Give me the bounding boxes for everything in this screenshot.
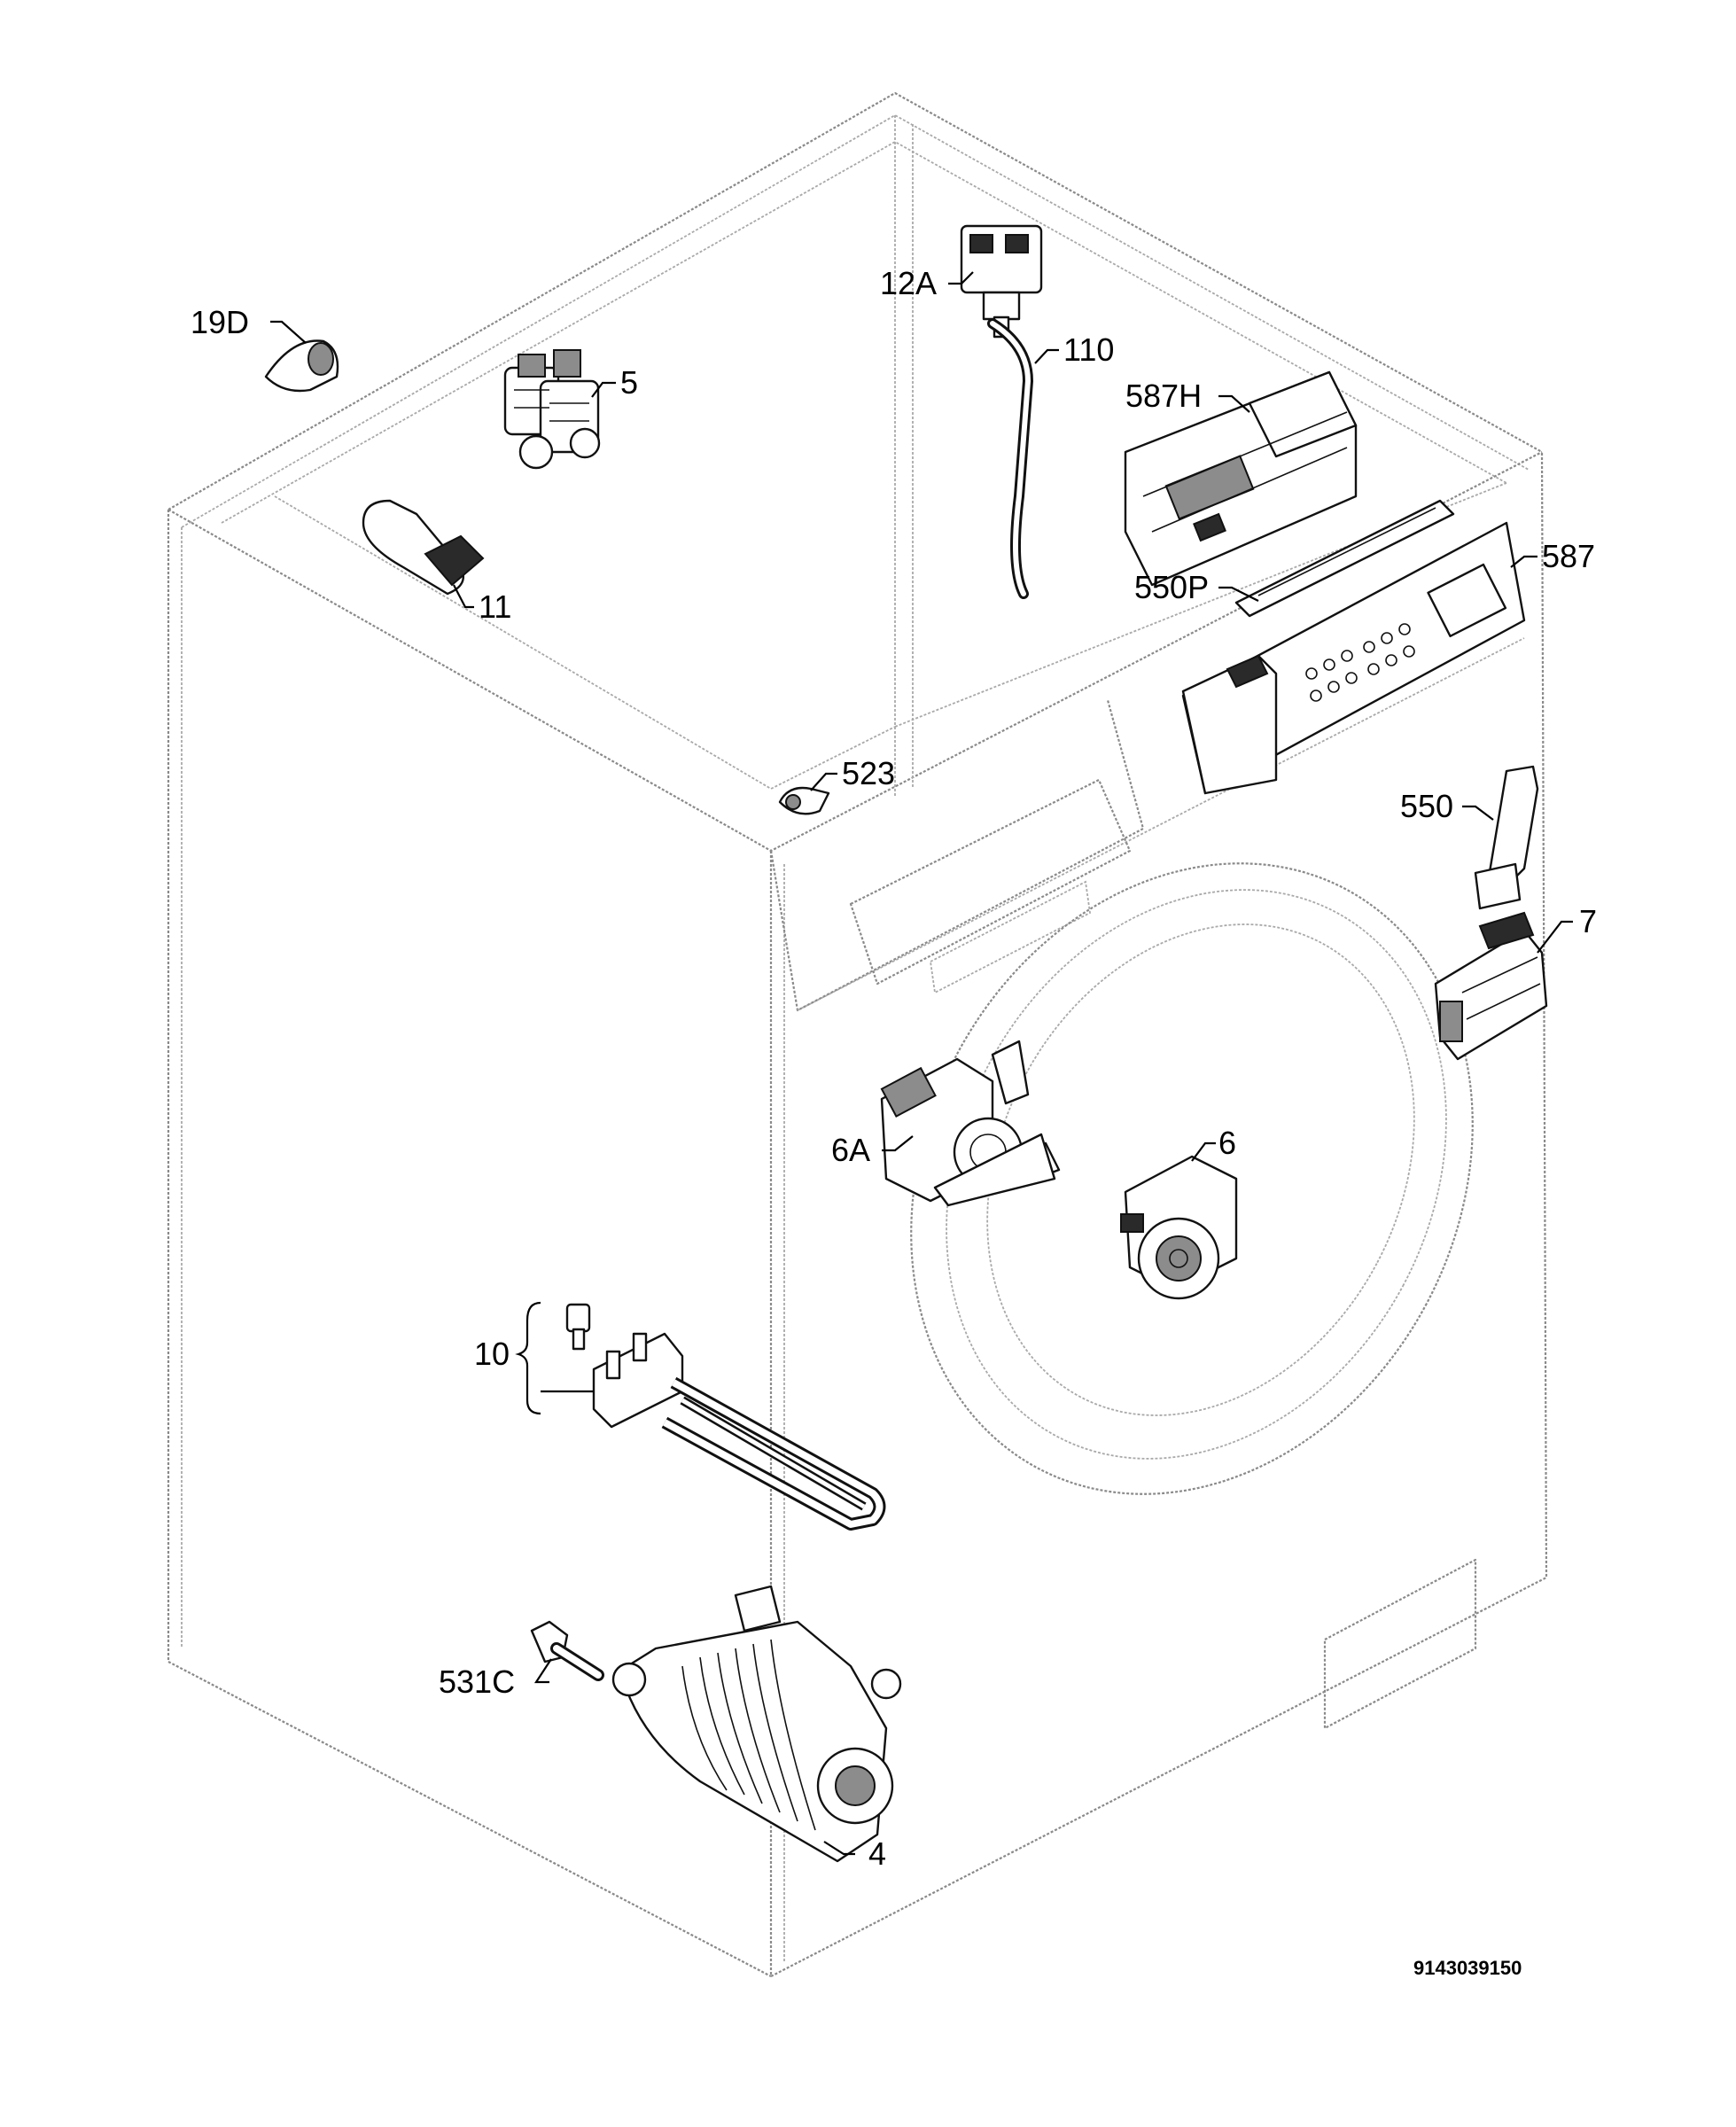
leader-587: [1510, 555, 1537, 568]
leader-523: [810, 772, 837, 791]
label-11: 11: [479, 588, 511, 625]
leader-12a: [948, 271, 974, 285]
part-10-heating-element: [515, 1301, 886, 1531]
leader-550: [1462, 805, 1494, 821]
leader-4: [823, 1841, 855, 1856]
label-6: 6: [1218, 1125, 1236, 1161]
leader-587h: [1218, 394, 1250, 413]
part-523-clip: [778, 786, 830, 815]
label-550p: 550P: [1134, 569, 1209, 605]
leader-110: [1034, 348, 1059, 364]
part-19d-clip: [264, 339, 339, 393]
part-12a-pressure-switch: [960, 224, 1043, 339]
label-531c: 531C: [439, 1663, 515, 1700]
leader-lines: [270, 271, 1573, 1856]
part-7-door-lock: [1434, 911, 1548, 1061]
cabinet-outline: [167, 91, 1548, 1978]
part-5-inlet-valve: [503, 349, 601, 470]
label-12a: 12A: [880, 265, 937, 301]
leader-7: [1537, 920, 1573, 954]
leader-550p: [1218, 586, 1259, 602]
label-5: 5: [620, 364, 638, 401]
leader-531c: [533, 1658, 552, 1684]
leader-11: [453, 584, 474, 609]
drawing-code: 9143039150: [1413, 1957, 1522, 1979]
part-6-drain-pump: [1120, 1155, 1238, 1300]
part-550p-display-strip: [1234, 499, 1455, 618]
part-4-motor: [611, 1585, 902, 1863]
label-550: 550: [1400, 788, 1453, 824]
label-4: 4: [868, 1835, 886, 1872]
label-10: 10: [474, 1336, 510, 1372]
label-6a: 6A: [831, 1132, 870, 1168]
leader-6: [1191, 1141, 1216, 1162]
label-587: 587: [1542, 538, 1595, 574]
part-11-capacitor: [362, 499, 485, 596]
label-7: 7: [1579, 903, 1597, 939]
part-6a-circulation-pump: [880, 1040, 1061, 1207]
label-523: 523: [842, 755, 895, 791]
leader-19d: [270, 320, 307, 344]
part-531c-bolt: [530, 1620, 604, 1681]
label-19d: 19D: [191, 304, 249, 340]
part-587-control-board: [1181, 521, 1526, 795]
part-110-hose: [987, 318, 1034, 599]
leader-6a: [882, 1135, 914, 1152]
leader-5: [591, 381, 616, 398]
part-550-door-handle: [1474, 765, 1539, 910]
label-110: 110: [1063, 331, 1114, 368]
part-587h-pcb-housing: [1124, 370, 1358, 587]
label-587h: 587H: [1125, 378, 1202, 414]
part-labels: 19D 5 11 12A 110 587H 587 550P 523 550 7…: [191, 265, 1597, 1872]
